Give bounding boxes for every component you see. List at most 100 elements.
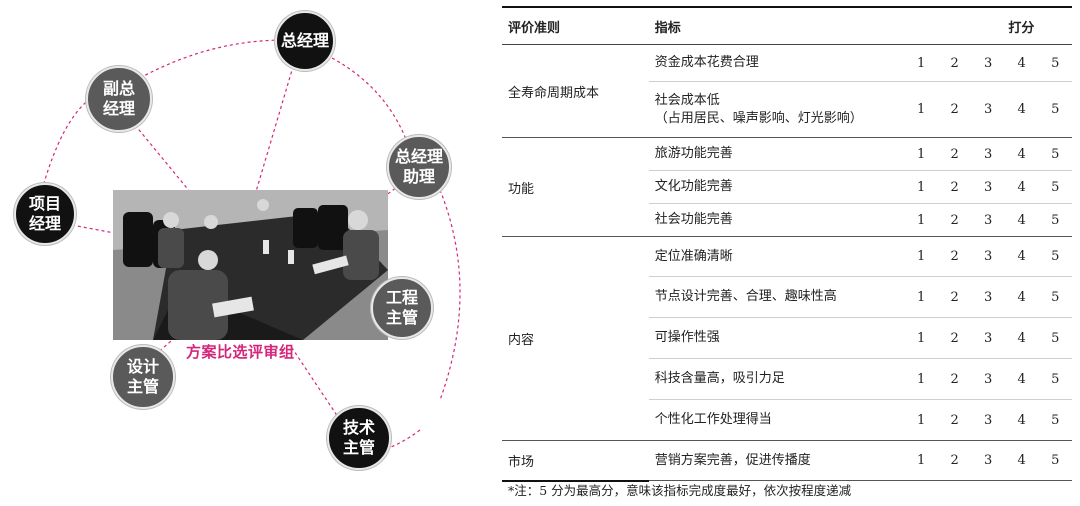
node-design-supervisor: 设计 主管 xyxy=(111,345,175,409)
score-option[interactable]: 4 xyxy=(1004,399,1039,441)
score-option[interactable]: 4 xyxy=(1004,276,1039,318)
indicator-cell: 旅游功能完善 xyxy=(648,137,905,171)
score-option[interactable]: 3 xyxy=(971,276,1005,318)
score-option[interactable]: 5 xyxy=(1038,44,1072,82)
indicator-cell: 资金成本花费合理 xyxy=(648,44,905,82)
score-option[interactable]: 4 xyxy=(1004,170,1039,204)
score-option[interactable]: 4 xyxy=(1004,44,1039,82)
score-option[interactable]: 5 xyxy=(1038,137,1072,171)
score-option[interactable]: 1 xyxy=(904,236,938,277)
score-option[interactable]: 3 xyxy=(971,137,1005,171)
score-option[interactable]: 1 xyxy=(904,317,938,359)
node-label: 项目 经理 xyxy=(28,194,61,233)
node-label: 副总 经理 xyxy=(102,79,135,118)
node-deputy-general-manager: 副总 经理 xyxy=(86,66,152,132)
score-option[interactable]: 2 xyxy=(937,317,972,359)
table-note: *注：5 分为最高分，意味该指标完成度最好，依次按程度递减 xyxy=(508,483,852,498)
score-option[interactable]: 1 xyxy=(904,358,938,400)
indicator-cell: 可操作性强 xyxy=(648,317,905,359)
score-option[interactable]: 4 xyxy=(1004,358,1039,400)
score-option[interactable]: 2 xyxy=(937,203,972,237)
indicator-cell: 社会成本低 （占用居民、噪声影响、灯光影响） xyxy=(648,81,905,138)
score-option[interactable]: 5 xyxy=(1038,276,1072,318)
score-option[interactable]: 5 xyxy=(1038,236,1072,277)
score-option[interactable]: 5 xyxy=(1038,203,1072,237)
score-option[interactable]: 2 xyxy=(937,44,972,82)
score-option[interactable]: 1 xyxy=(904,440,938,481)
score-option[interactable]: 5 xyxy=(1038,170,1072,204)
score-option[interactable]: 1 xyxy=(904,276,938,318)
score-option[interactable]: 3 xyxy=(971,81,1005,138)
score-option[interactable]: 1 xyxy=(904,399,938,441)
score-option[interactable]: 3 xyxy=(971,399,1005,441)
header-score: 打分 xyxy=(904,6,1072,45)
criterion-cell: 市场 xyxy=(502,440,649,482)
score-option[interactable]: 2 xyxy=(937,440,972,481)
score-option[interactable]: 1 xyxy=(904,137,938,171)
score-option[interactable]: 3 xyxy=(971,317,1005,359)
score-option[interactable]: 2 xyxy=(937,358,972,400)
score-option[interactable]: 1 xyxy=(904,203,938,237)
score-option[interactable]: 5 xyxy=(1038,399,1072,441)
score-option[interactable]: 4 xyxy=(1004,236,1039,277)
node-label: 总经理 xyxy=(280,31,329,50)
score-option[interactable]: 2 xyxy=(937,276,972,318)
header-indicator: 指标 xyxy=(648,6,905,45)
criterion-cell: 全寿命周期成本 xyxy=(502,44,649,138)
score-option[interactable]: 3 xyxy=(971,170,1005,204)
score-option[interactable]: 1 xyxy=(904,44,938,82)
panel-label: 方案比选评审组 xyxy=(186,343,295,361)
review-panel-diagram: 总经理 副总 经理 总经理 助理 项目 经理 工程 主管 设计 主管 技术 主管… xyxy=(0,0,500,506)
node-label: 技术 主管 xyxy=(342,418,375,457)
score-option[interactable]: 3 xyxy=(971,203,1005,237)
node-label: 总经理 助理 xyxy=(394,147,443,186)
node-technical-supervisor: 技术 主管 xyxy=(327,406,391,470)
score-option[interactable]: 5 xyxy=(1038,440,1072,481)
indicator-cell: 节点设计完善、合理、趣味性高 xyxy=(648,276,905,318)
header-criterion: 评价准则 xyxy=(502,6,649,45)
score-option[interactable]: 4 xyxy=(1004,81,1039,138)
score-option[interactable]: 2 xyxy=(937,399,972,441)
score-option[interactable]: 2 xyxy=(937,170,972,204)
score-option[interactable]: 5 xyxy=(1038,317,1072,359)
criterion-cell: 功能 xyxy=(502,137,649,237)
node-gm-assistant: 总经理 助理 xyxy=(387,135,451,199)
score-option[interactable]: 5 xyxy=(1038,358,1072,400)
indicator-cell: 科技含量高，吸引力足 xyxy=(648,358,905,400)
table-header-row: 评价准则 指标 打分 xyxy=(502,6,1072,45)
score-option[interactable]: 2 xyxy=(937,137,972,171)
score-option[interactable]: 4 xyxy=(1004,317,1039,359)
score-option[interactable]: 4 xyxy=(1004,203,1039,237)
score-option[interactable]: 2 xyxy=(937,81,972,138)
score-option[interactable]: 1 xyxy=(904,170,938,204)
indicator-cell: 社会功能完善 xyxy=(648,203,905,237)
score-option[interactable]: 5 xyxy=(1038,81,1072,138)
score-option[interactable]: 3 xyxy=(971,236,1005,277)
indicator-cell: 定位准确清晰 xyxy=(648,236,905,277)
indicator-cell: 文化功能完善 xyxy=(648,170,905,204)
score-option[interactable]: 1 xyxy=(904,81,938,138)
score-option[interactable]: 4 xyxy=(1004,440,1039,481)
score-option[interactable]: 4 xyxy=(1004,137,1039,171)
score-option[interactable]: 3 xyxy=(971,358,1005,400)
indicator-cell: 营销方案完善，促进传播度 xyxy=(648,440,905,481)
score-option[interactable]: 2 xyxy=(937,236,972,277)
node-label: 工程 主管 xyxy=(385,288,418,327)
node-engineering-supervisor: 工程 主管 xyxy=(371,277,433,339)
score-option[interactable]: 3 xyxy=(971,440,1005,481)
meeting-photo xyxy=(113,190,388,340)
score-option[interactable]: 3 xyxy=(971,44,1005,82)
node-project-manager: 项目 经理 xyxy=(14,183,76,245)
